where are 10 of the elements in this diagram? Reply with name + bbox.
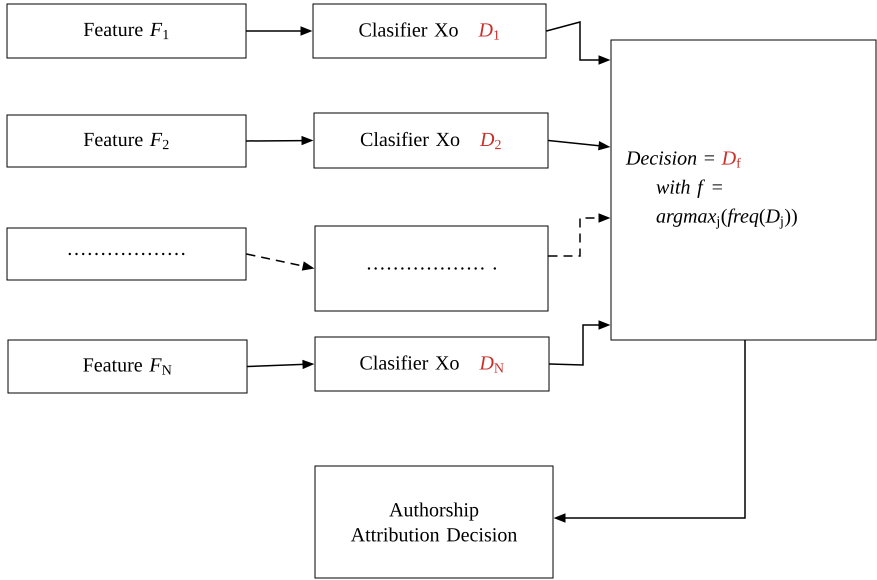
feature-box: Feature F$_{1}$ xyxy=(6,4,246,58)
feature-box: Feature F$_{2}$ xyxy=(6,114,246,168)
decision-box: Decision = D$_{f}$ with f = argmax$_{j}$(freq(D$_{j}$)) xyxy=(610,40,876,340)
classifier-box: Clasifier Xo D$_{2}$ xyxy=(314,112,548,168)
decision-box: Authorship Attribution Decision xyxy=(314,466,554,578)
classifier-box: Clasifier Xo D$_{1}$ xyxy=(312,4,546,58)
feature-box: ……………… xyxy=(6,228,246,280)
feature-box: Feature F$_{N}$ xyxy=(8,340,248,394)
classifier-box: ……………… . xyxy=(314,226,548,312)
classifier-box: Clasifier Xo D$_{N}$ xyxy=(314,336,550,392)
